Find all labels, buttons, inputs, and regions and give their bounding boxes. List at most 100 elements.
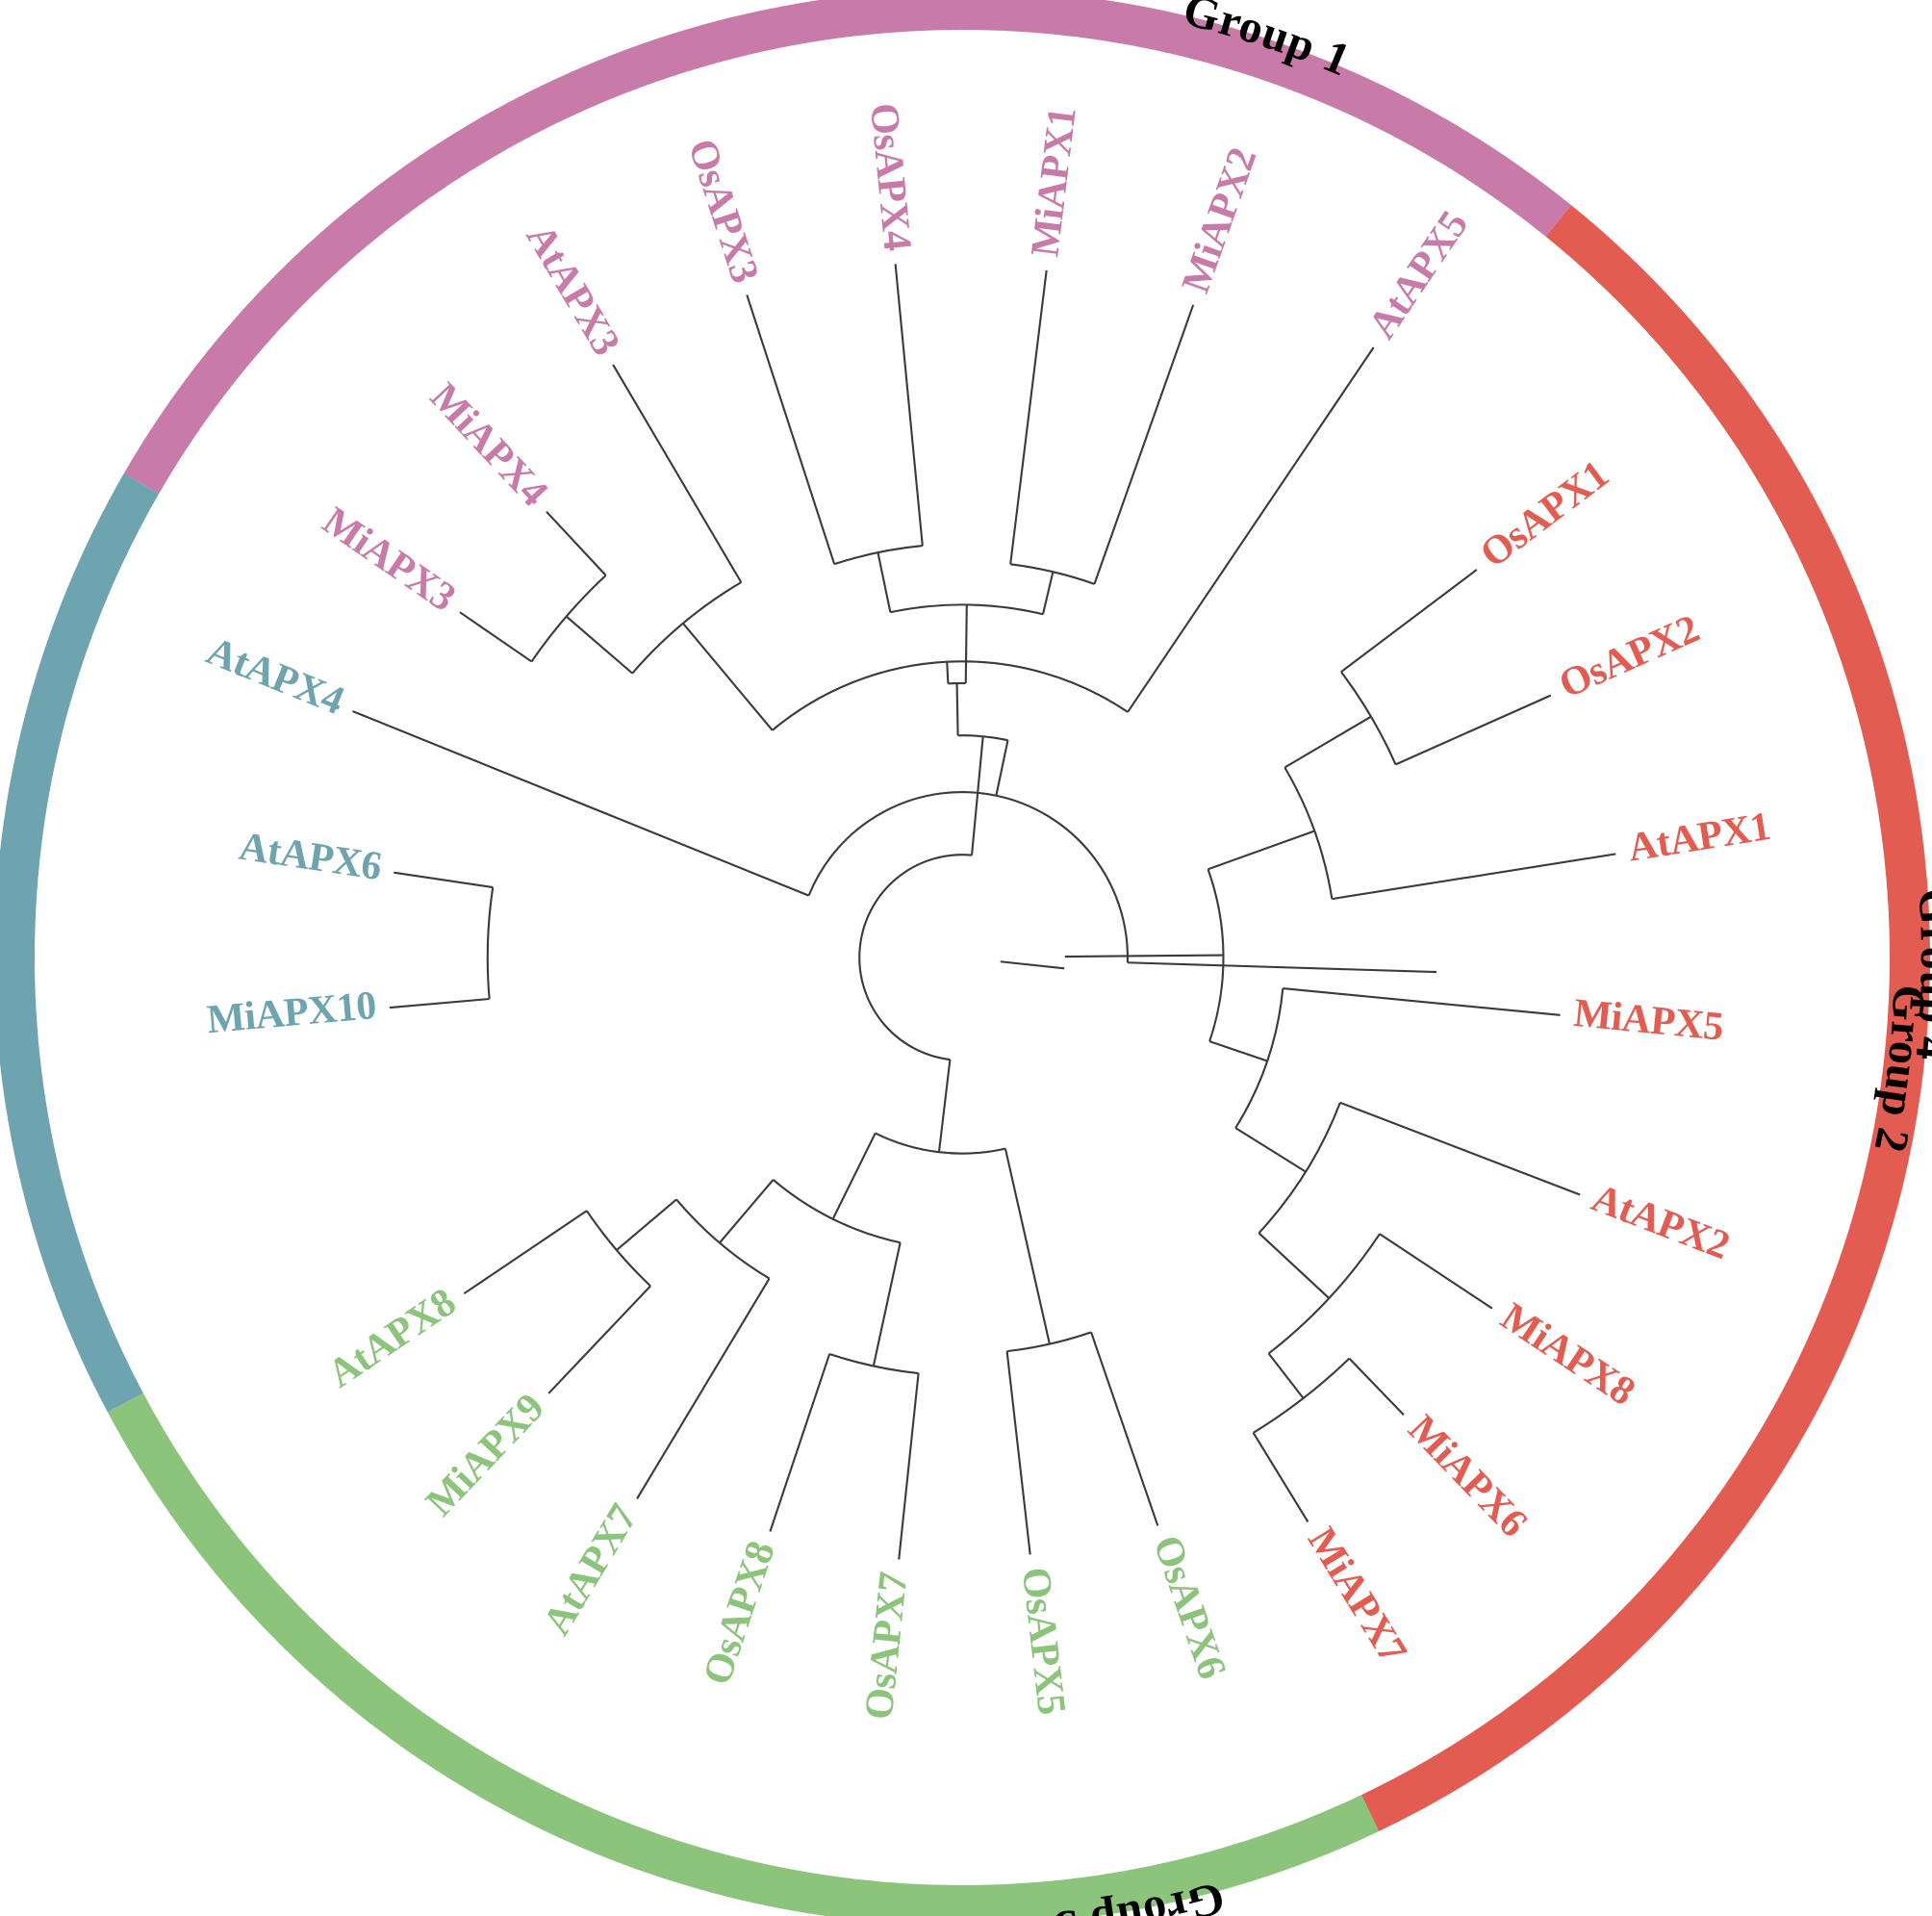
branch-radial xyxy=(877,551,892,613)
branch-radial xyxy=(459,611,533,663)
branch-radial xyxy=(1064,954,1224,958)
leaf-label-atapx3: AtAPX3 xyxy=(518,217,628,362)
group-band-group4 xyxy=(0,473,160,1413)
branch-radial xyxy=(1339,1101,1581,1196)
branch-radial xyxy=(955,682,959,736)
branch-radial xyxy=(1348,1357,1405,1416)
branch-radial xyxy=(898,1372,920,1560)
branch-radial xyxy=(831,1133,877,1220)
branch-radial xyxy=(872,1242,902,1367)
leaf-label-osapx1: OsAPX1 xyxy=(1472,452,1616,576)
branch-arc-connector xyxy=(1340,671,1397,765)
leaf-label-miapx2: MiAPX2 xyxy=(1174,142,1265,298)
leaf-label-miapx9: MiAPX9 xyxy=(418,1386,553,1525)
branch-radial xyxy=(1208,830,1315,871)
branch-radial xyxy=(1009,269,1048,565)
leaf-label-atapx8: AtAPX8 xyxy=(320,1280,464,1396)
leaf-label-miapx6: MiAPX6 xyxy=(1400,1407,1536,1546)
branch-radial xyxy=(682,623,774,731)
branch-radial xyxy=(1127,346,1375,713)
branch-radial xyxy=(769,1353,831,1532)
branch-arc-connector xyxy=(486,886,495,1000)
branch-radial xyxy=(389,997,490,1009)
branch-radial xyxy=(1283,987,1561,1016)
tree-branches xyxy=(352,264,1616,1560)
group-band-group2 xyxy=(1360,205,1930,1831)
branch-arc-connector xyxy=(1258,1102,1341,1235)
leaf-label-miapx7: MiAPX7 xyxy=(1299,1520,1415,1672)
leaf-label-miapx3: MiAPX3 xyxy=(315,498,463,620)
branch-radial xyxy=(1395,694,1552,766)
root-stub xyxy=(1000,960,1065,970)
branch-radial xyxy=(746,294,836,565)
branch-radial xyxy=(463,1210,588,1295)
branch-radial xyxy=(1252,1432,1309,1522)
branch-radial xyxy=(937,1059,952,1153)
branch-radial xyxy=(1208,1040,1268,1062)
branch-radial xyxy=(1090,1331,1159,1526)
branch-arc-connector xyxy=(875,1132,1006,1155)
leaf-label-miapx5: MiAPX5 xyxy=(1572,991,1725,1050)
leaf-label-atapx2: AtAPX2 xyxy=(1586,1176,1735,1268)
leaf-label-miapx4: MiAPX4 xyxy=(421,375,556,516)
branch-radial xyxy=(1379,1233,1493,1310)
branch-arc-connector xyxy=(1234,987,1284,1129)
leaf-label-miapx1: MiAPX1 xyxy=(1023,105,1085,259)
leaf-label-atapx7: AtAPX7 xyxy=(535,1497,647,1643)
branch-arc-connector xyxy=(957,734,1008,742)
leaf-label-osapx6: OsAPX6 xyxy=(1144,1530,1233,1684)
branch-radial xyxy=(636,1278,771,1499)
branch-radial xyxy=(546,510,607,576)
branch-radial xyxy=(1093,304,1195,585)
leaf-label-atapx1: AtAPX1 xyxy=(1625,805,1773,871)
leaf-label-miapx10: MiAPX10 xyxy=(205,984,377,1042)
leaf-label-osapx4: OsAPX4 xyxy=(861,101,920,253)
branch-arc-connector xyxy=(1253,1357,1351,1434)
leaf-label-osapx7: OsAPX7 xyxy=(857,1571,917,1722)
branch-radial xyxy=(719,1179,775,1244)
leaf-label-atapx4: AtAPX4 xyxy=(200,629,350,725)
branch-radial xyxy=(616,1198,677,1251)
branch-radial xyxy=(970,736,984,856)
branch-radial xyxy=(1005,1351,1031,1555)
branch-arc-connector xyxy=(1207,868,1225,1042)
branch-radial xyxy=(1340,569,1478,674)
leaf-label-atapx6: AtAPX6 xyxy=(236,825,384,889)
branch-arc-connector xyxy=(675,1198,771,1280)
group-band-group1 xyxy=(107,1392,1380,1916)
branch-radial xyxy=(1267,1352,1305,1399)
leaf-label-osapx2: OsAPX2 xyxy=(1553,606,1706,706)
branch-arc-connector xyxy=(890,603,1044,616)
branch-arc-connector xyxy=(1010,563,1095,585)
branch-radial xyxy=(1234,1127,1307,1173)
leaf-label-osapx3: OsAPX3 xyxy=(679,134,767,288)
branch-radial xyxy=(894,264,924,547)
branch-radial xyxy=(1284,715,1372,769)
leaf-label-miapx8: MiAPX8 xyxy=(1493,1294,1642,1414)
branch-radial xyxy=(1041,571,1055,615)
branch-arc-connector xyxy=(530,575,607,663)
branch-arc-connector xyxy=(828,1352,919,1375)
branch-radial xyxy=(547,1285,651,1394)
branch-radial xyxy=(995,739,1009,796)
branch-radial xyxy=(612,364,743,583)
leaf-label-atapx5: AtAPX5 xyxy=(1360,203,1477,346)
branch-radial xyxy=(352,710,809,897)
branch-radial xyxy=(394,871,494,889)
group-band-group3 xyxy=(123,0,1572,495)
branch-arc-connector xyxy=(1284,766,1334,900)
branch-radial xyxy=(964,604,968,683)
branch-radial xyxy=(565,615,633,675)
branch-arc-connector xyxy=(585,1210,651,1288)
leaf-label-layer: AtAPX5 MiAPX2 MiAPX1 OsAPX4 OsAPX3AtAPX3MiAP… xyxy=(200,101,1773,1722)
branch-arc-connector xyxy=(772,1179,901,1244)
branch-radial xyxy=(946,661,950,684)
leaf-label-osapx5: OsAPX5 xyxy=(1013,1565,1074,1717)
branch-arc-connector xyxy=(807,791,1129,963)
branch-arc-connector xyxy=(833,545,923,566)
branch-arc-connector xyxy=(772,660,1129,731)
branch-arc-connector xyxy=(858,854,973,1061)
